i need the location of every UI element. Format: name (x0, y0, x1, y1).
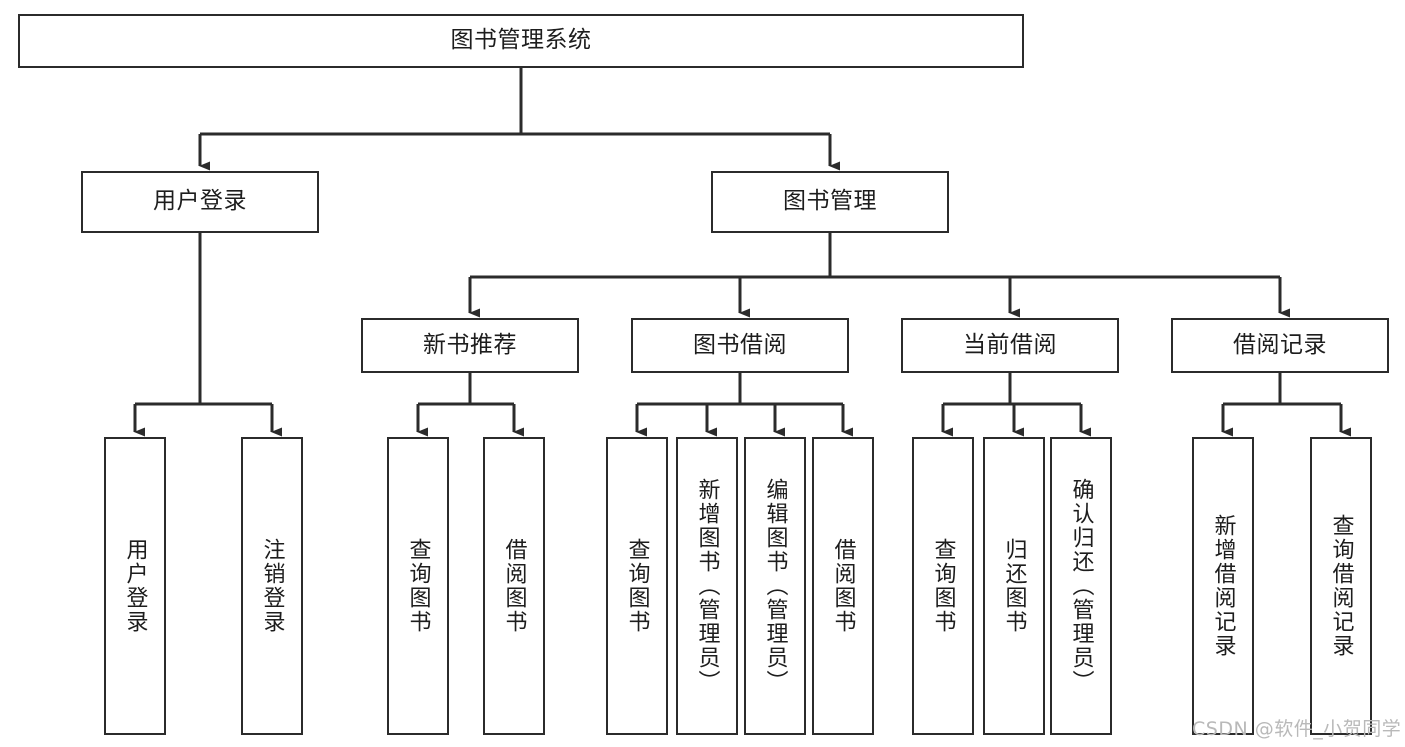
node-label: 查询图书 (405, 538, 431, 634)
node-label: 查询借阅记录 (1328, 514, 1354, 658)
node-label: 新增借阅记录 (1210, 514, 1236, 658)
node-label: 用户登录 (153, 188, 247, 215)
node-leaf-add-book[interactable]: 新增图书（管理员） (676, 437, 738, 735)
node-leaf-borrow-book-1[interactable]: 借阅图书 (483, 437, 545, 735)
node-leaf-edit-book[interactable]: 编辑图书（管理员） (744, 437, 806, 735)
node-new-book-recommend[interactable]: 新书推荐 (361, 318, 579, 373)
node-label: 图书借阅 (693, 331, 787, 358)
node-label: 借阅图书 (830, 538, 856, 634)
node-leaf-user-logout[interactable]: 注销登录 (241, 437, 303, 735)
node-leaf-query-book-3[interactable]: 查询图书 (912, 437, 974, 735)
node-label: 注销登录 (259, 538, 285, 634)
node-leaf-query-record[interactable]: 查询借阅记录 (1310, 437, 1372, 735)
node-label: 用户登录 (122, 538, 148, 634)
node-leaf-query-book-1[interactable]: 查询图书 (387, 437, 449, 735)
node-label: 当前借阅 (963, 331, 1057, 358)
node-label: 借阅记录 (1233, 331, 1327, 358)
node-borrow-record[interactable]: 借阅记录 (1171, 318, 1389, 373)
node-label: 编辑图书（管理员） (762, 478, 788, 694)
node-leaf-add-record[interactable]: 新增借阅记录 (1192, 437, 1254, 735)
node-book-manage[interactable]: 图书管理 (711, 171, 949, 233)
node-leaf-query-book-2[interactable]: 查询图书 (606, 437, 668, 735)
node-leaf-return-book[interactable]: 归还图书 (983, 437, 1045, 735)
node-user-login[interactable]: 用户登录 (81, 171, 319, 233)
node-label: 确认归还（管理员） (1068, 478, 1094, 694)
node-label: 图书管理 (783, 188, 877, 215)
node-label: 图书管理系统 (450, 27, 592, 54)
node-leaf-borrow-book-2[interactable]: 借阅图书 (812, 437, 874, 735)
node-book-borrow[interactable]: 图书借阅 (631, 318, 849, 373)
node-label: 归还图书 (1001, 538, 1027, 634)
node-label: 借阅图书 (501, 538, 527, 634)
node-label: 查询图书 (930, 538, 956, 634)
node-label: 新书推荐 (423, 331, 517, 358)
node-leaf-user-login[interactable]: 用户登录 (104, 437, 166, 735)
csdn-watermark: CSDN @软件_小贺同学 (1192, 718, 1402, 740)
node-leaf-confirm-return[interactable]: 确认归还（管理员） (1050, 437, 1112, 735)
node-label: 新增图书（管理员） (694, 478, 720, 694)
node-current-borrow[interactable]: 当前借阅 (901, 318, 1119, 373)
node-root-system[interactable]: 图书管理系统 (18, 14, 1024, 68)
node-label: 查询图书 (624, 538, 650, 634)
